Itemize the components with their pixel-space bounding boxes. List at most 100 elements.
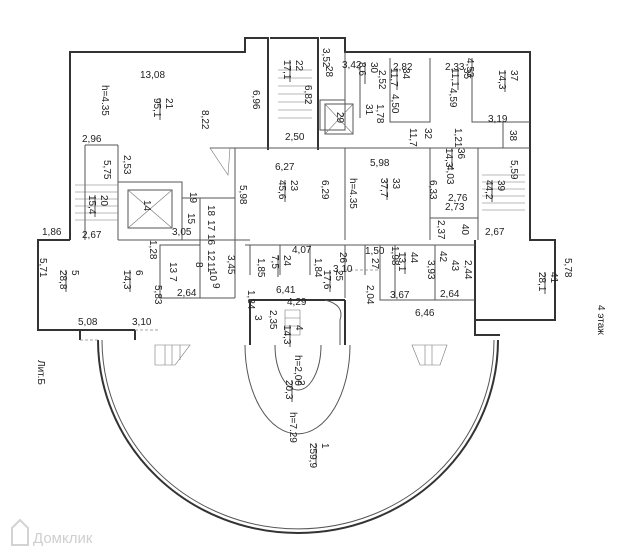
room-area: 17,1 <box>281 60 292 80</box>
room-number: 40 <box>459 224 470 236</box>
room-number: 42 <box>437 251 448 263</box>
room-number: 38 <box>507 130 518 142</box>
room-number: 41 <box>548 272 559 284</box>
dimension-label: 3,93 <box>425 260 436 280</box>
dimension-label: 2,67 <box>82 230 102 241</box>
room-number: 37 <box>508 70 519 82</box>
dimension-label: 2,96 <box>82 134 102 145</box>
dimension-label: 1,86 <box>42 227 62 238</box>
dimension-label: 5,59 <box>508 160 519 180</box>
lit-label: Лит.Б <box>35 360 46 385</box>
dimension-label: h=4.35 <box>99 85 110 116</box>
dimension-label: h=7.29 <box>287 412 298 443</box>
dimension-label: 2,35 <box>267 310 278 330</box>
dimension-label: 5,71 <box>37 258 48 278</box>
dimension-label: 2,73 <box>445 202 465 213</box>
dimension-label: 2,52 <box>376 70 387 90</box>
dimension-label: 11,7 <box>407 128 418 147</box>
dimension-label: h=4.35 <box>347 178 358 209</box>
room-number: 27 <box>369 258 380 270</box>
room-area: 259,9 <box>307 443 318 468</box>
room-number: 6 <box>133 270 144 276</box>
room-number: 10 <box>207 270 218 282</box>
room-number: 19 <box>187 192 198 204</box>
room-number: 18 <box>205 205 216 217</box>
dimension-label: 1,98 <box>389 246 400 266</box>
room-number: 11 <box>205 262 216 273</box>
dimension-label: 2,82 <box>393 62 413 73</box>
dimension-label: 6,29 <box>319 180 330 200</box>
room-number: 15 <box>185 213 196 225</box>
room-number: 21 <box>163 98 174 110</box>
room-number: 14 <box>141 200 152 212</box>
room-area: 14,3 <box>281 325 292 345</box>
room-number: 9 <box>210 283 221 289</box>
room-number: 23 <box>288 180 299 192</box>
house-icon <box>11 518 29 546</box>
dimension-label: 4,07 <box>292 245 312 256</box>
dimension-label: 2,53 <box>121 155 132 175</box>
dimension-label: 3,52 <box>320 48 331 68</box>
room-area: 28,8 <box>57 270 68 290</box>
watermark: Домклик <box>11 518 93 547</box>
dimension-label: 2,50 <box>285 132 305 143</box>
dimension-label: 5,78 <box>562 258 573 278</box>
dimension-label: 2,64 <box>177 288 197 299</box>
room-area: 14,3 <box>121 270 132 290</box>
dimension-label: 5,98 <box>370 158 390 169</box>
room-area: 11,1 <box>449 68 460 87</box>
dimension-label: 1,34 <box>245 290 256 310</box>
room-area: 7,5 <box>269 255 280 269</box>
dimension-label: 3,10 <box>333 264 353 275</box>
room-number: 8 <box>193 262 204 268</box>
dimension-label: 6,82 <box>302 85 313 105</box>
dimension-label: 2,67 <box>485 227 505 238</box>
room-number: 31 <box>363 104 374 116</box>
room-area: 20,3 <box>283 380 294 400</box>
room-area: 14,3 <box>496 70 507 90</box>
room-number: 30 <box>368 62 379 74</box>
room-number: 4 <box>293 325 304 331</box>
room-number: 36 <box>455 148 466 160</box>
room-area: 17,6 <box>321 270 332 290</box>
room-number: 3 <box>252 315 263 321</box>
room-number: 44 <box>408 252 419 264</box>
room-number: 32 <box>422 128 433 140</box>
dimension-label: 1,28 <box>147 240 158 260</box>
dimension-label: 3,42 <box>342 60 362 71</box>
dimension-label: 2,76 <box>448 193 468 204</box>
dimension-label: 4,59 <box>447 88 458 108</box>
dimension-label: 2,33 <box>445 62 465 73</box>
dimension-label: 6,33 <box>427 180 438 200</box>
dimension-label: 1,78 <box>374 104 385 124</box>
dimension-label: 6,27 <box>275 162 295 173</box>
dimension-label: 1,50 <box>365 246 385 257</box>
room-number: 39 <box>495 180 506 192</box>
dimension-label: 2,44 <box>462 260 473 280</box>
room-area: 14,3 <box>443 148 454 168</box>
room-number: 7 <box>167 276 178 282</box>
room-number: 28 <box>323 66 334 78</box>
room-area: 28,1 <box>536 272 547 292</box>
dimension-label: 2,04 <box>364 285 375 305</box>
dimension-label: 6,41 <box>276 285 296 296</box>
dimension-label: 3,45 <box>225 255 236 275</box>
room-number: 29 <box>334 112 345 124</box>
dimension-label: 3,67 <box>390 290 410 301</box>
room-number: 17 <box>205 220 216 232</box>
dimension-label: 4,53 <box>464 58 475 78</box>
dimension-label: 5,98 <box>237 185 248 205</box>
dimension-label: 3,19 <box>488 114 508 125</box>
room-number: 34 <box>400 68 411 80</box>
room-area: 95,1 <box>151 98 162 118</box>
dimension-label: 2,64 <box>440 289 460 300</box>
dimension-label: 6,96 <box>250 90 261 110</box>
walls <box>37 37 556 534</box>
dimension-label: 3,05 <box>172 227 192 238</box>
dimension-label: 6,46 <box>415 308 435 319</box>
room-number: 35 <box>461 68 472 80</box>
dimension-label: 1,85 <box>255 258 266 278</box>
dimension-label: 8,22 <box>199 110 210 130</box>
room-number: 5 <box>69 270 80 276</box>
room-area: 11,7 <box>388 68 399 87</box>
